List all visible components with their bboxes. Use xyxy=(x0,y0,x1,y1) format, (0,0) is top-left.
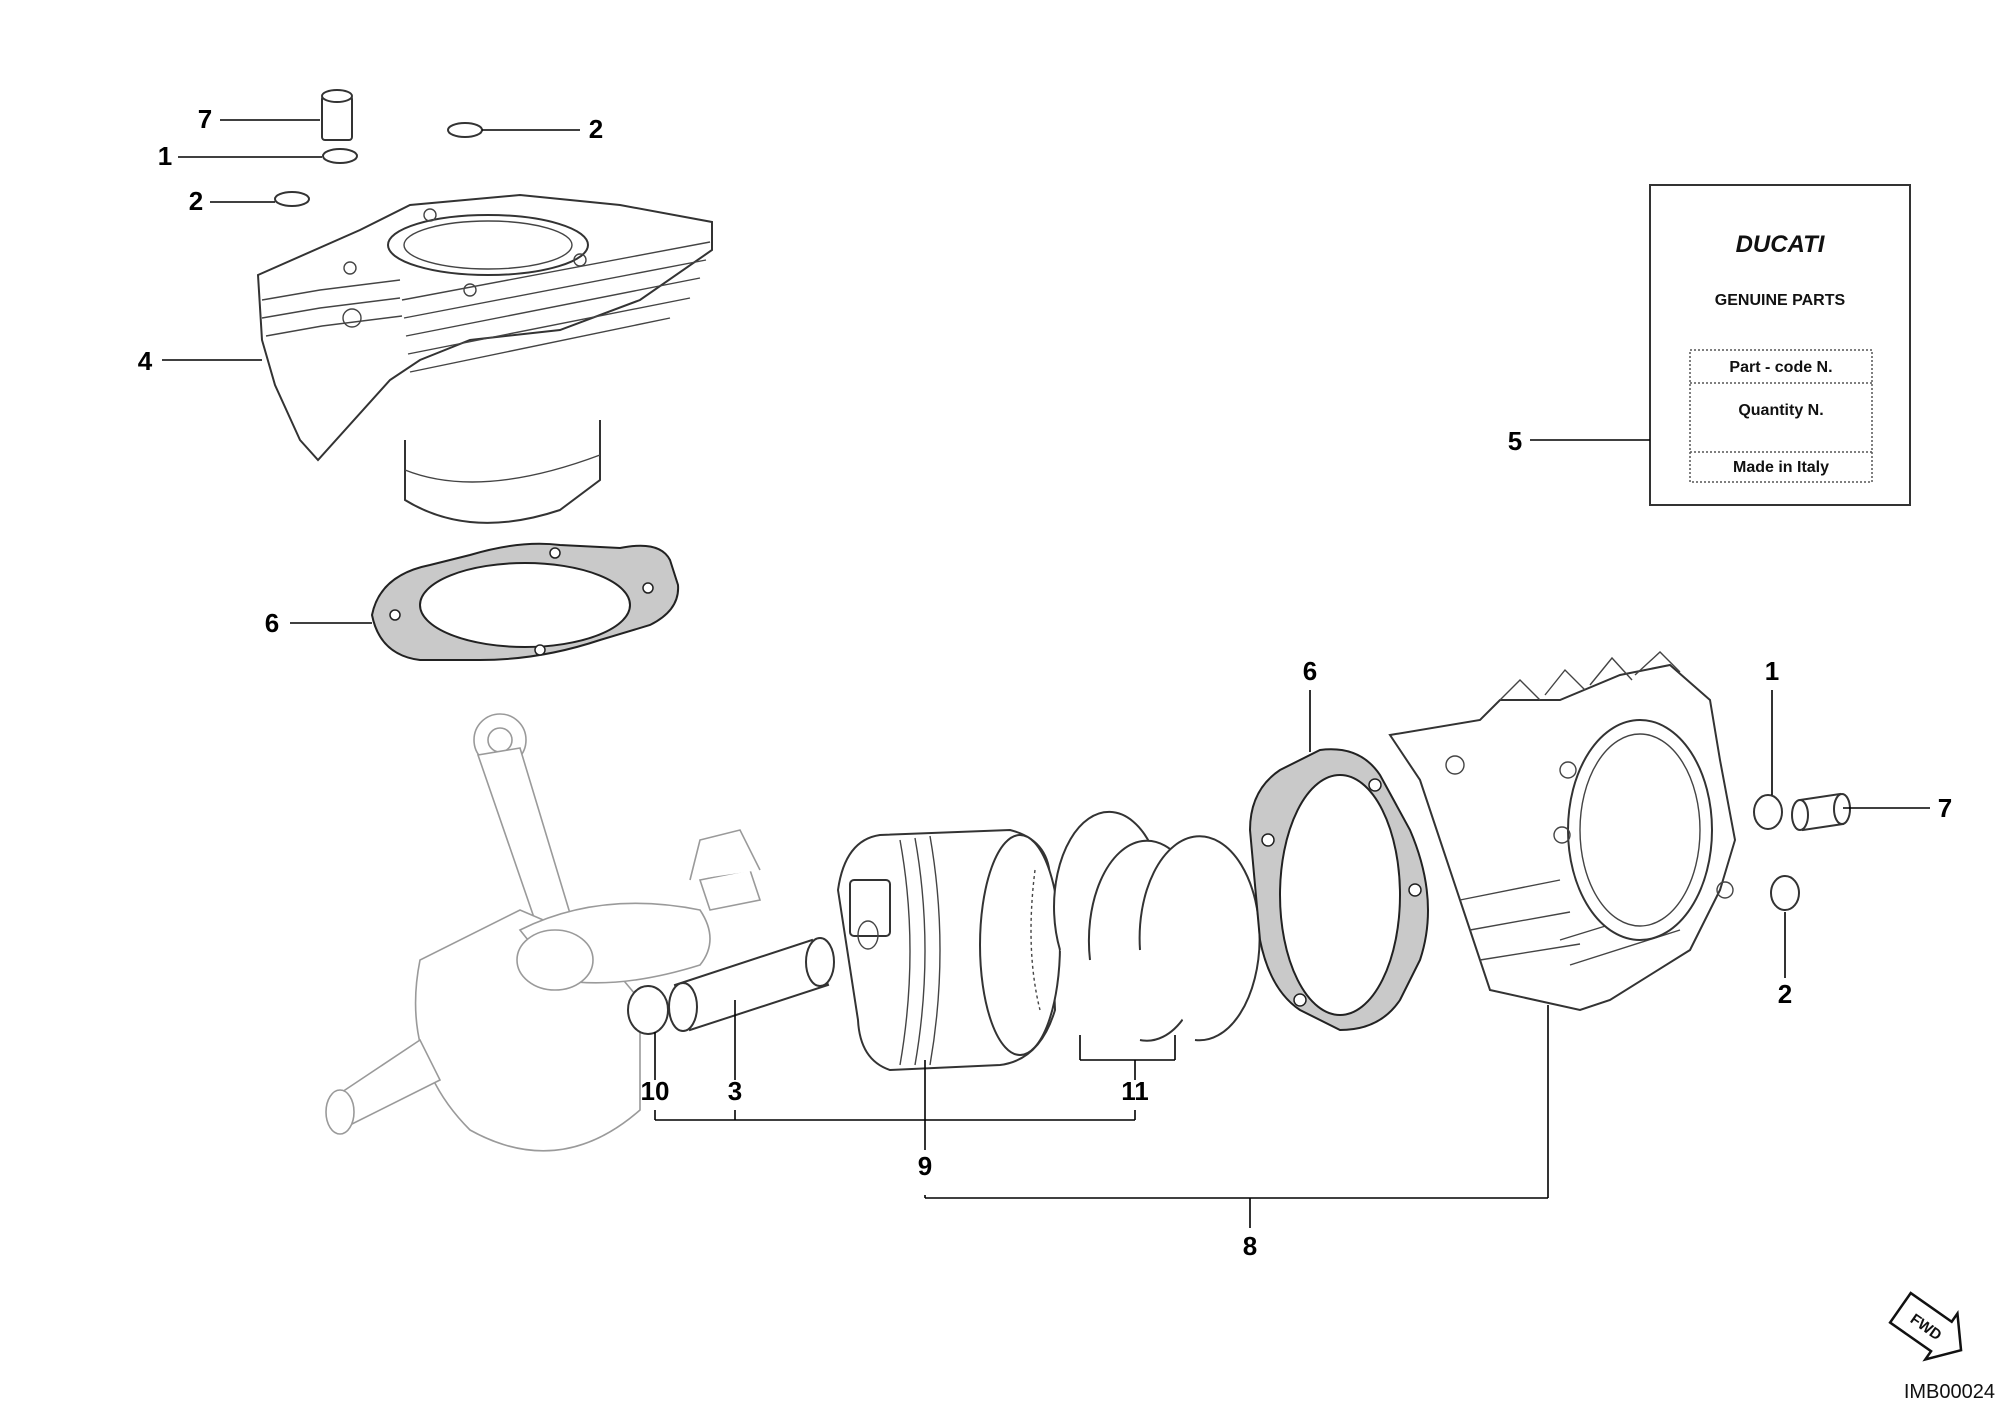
callout-2-top-right: 2 xyxy=(589,114,603,144)
callout-9: 9 xyxy=(918,1151,932,1181)
dowel-sleeve-right xyxy=(1791,792,1851,832)
head-gasket-right xyxy=(1248,748,1429,1032)
part-code-text: Part - code N. xyxy=(1729,359,1832,376)
callout-6-right: 6 xyxy=(1303,656,1317,686)
cylinder-top xyxy=(256,193,713,524)
callout-8: 8 xyxy=(1243,1231,1257,1261)
callout-11: 11 xyxy=(1121,1076,1149,1106)
quantity-text: Quantity N. xyxy=(1738,402,1823,419)
genuine-parts-label: DUCATI GENUINE PARTS Part - code N. Quan… xyxy=(1649,184,1911,506)
callout-1-right: 1 xyxy=(1765,656,1779,686)
cylinder-right xyxy=(1388,651,1737,1012)
gudgeon-pin xyxy=(668,937,835,1032)
callout-4: 4 xyxy=(138,346,153,376)
callout-6-top: 6 xyxy=(265,608,279,638)
o-ring-right-2 xyxy=(1770,875,1800,911)
callout-numbers: 7 1 2 2 4 6 5 6 1 7 2 10 3 11 9 8 xyxy=(138,104,1952,1261)
made-in-text: Made in Italy xyxy=(1733,459,1829,476)
callout-1-top: 1 xyxy=(158,141,172,171)
o-ring-top-2-left xyxy=(274,191,310,207)
callout-7-top: 7 xyxy=(198,104,212,134)
o-ring-top-2-right xyxy=(447,122,483,138)
o-ring-right-1 xyxy=(1753,794,1783,830)
piston-rings xyxy=(1030,810,1261,1042)
genuine-parts-text: GENUINE PARTS xyxy=(1715,292,1846,309)
callout-5: 5 xyxy=(1508,426,1522,456)
o-ring-top-1 xyxy=(322,148,358,164)
circlip xyxy=(627,985,669,1035)
top-cylinder-assembly xyxy=(256,89,713,661)
callout-7-right: 7 xyxy=(1938,793,1952,823)
image-code: IMB00024 xyxy=(1904,1381,1995,1403)
callout-2-right: 2 xyxy=(1778,979,1792,1009)
brand-text: DUCATI xyxy=(1736,231,1826,258)
dowel-sleeve-top xyxy=(321,89,353,141)
leader-lines xyxy=(162,119,1930,1228)
forward-direction-marker: FWD xyxy=(1888,1291,1963,1362)
piston xyxy=(836,828,1061,1072)
callout-10: 10 xyxy=(641,1076,670,1106)
callout-3: 3 xyxy=(728,1076,742,1106)
head-gasket-top xyxy=(370,542,680,661)
callout-2-top-left: 2 xyxy=(189,186,203,216)
crankshaft-assembly xyxy=(325,713,762,1152)
fwd-arrow-icon xyxy=(1888,1291,1963,1362)
